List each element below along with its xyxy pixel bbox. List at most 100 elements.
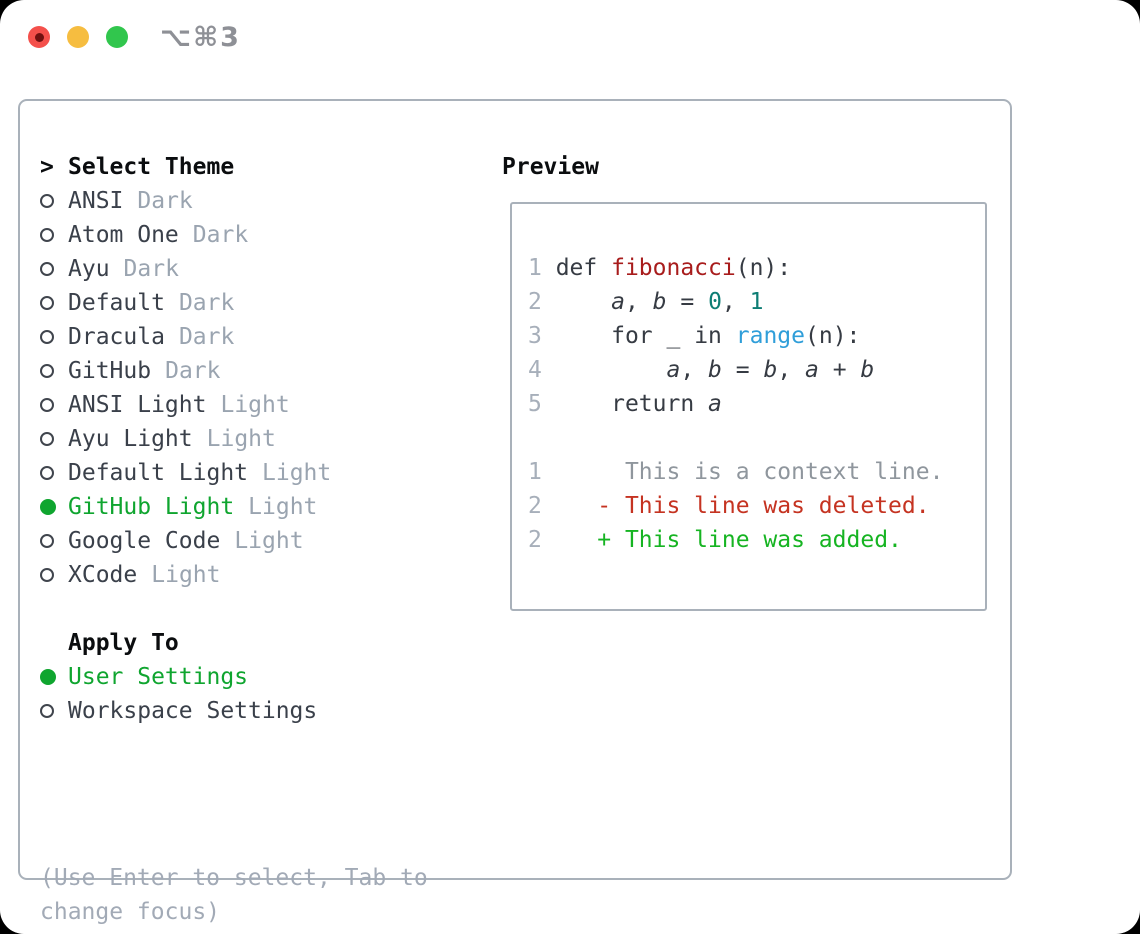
code-token-plain: , [624, 289, 653, 315]
theme-option[interactable]: XCode Light [40, 558, 331, 592]
radio-selected-icon [40, 669, 56, 685]
theme-list-header: > Select Theme [40, 150, 331, 184]
code-token-plain: , [721, 289, 750, 315]
code-token-plain: (n): [805, 323, 861, 349]
line-number: 1 [528, 459, 556, 485]
code-token-plain [722, 323, 736, 349]
radio-icon [40, 704, 54, 718]
line-number: 2 [528, 493, 556, 519]
theme-option[interactable]: GitHub Light Light [40, 490, 331, 524]
code-token-var: a [708, 391, 722, 417]
theme-option[interactable]: Default Dark [40, 286, 331, 320]
theme-option[interactable]: ANSI Light Light [40, 388, 331, 422]
theme-variant-tag: Dark [178, 290, 235, 316]
code-token-context: This is a context line. [555, 459, 944, 485]
theme-option-label: ANSI Light [68, 392, 207, 418]
radio-icon [40, 568, 54, 582]
theme-option-label: Atom One [68, 222, 179, 248]
code-token-del: - This line was deleted. [555, 493, 930, 519]
code-token-add: + This line was added. [555, 527, 902, 553]
theme-list-title: Select Theme [68, 154, 235, 180]
code-token-kw: return [611, 391, 695, 417]
code-token-plain: , [680, 357, 709, 383]
selection-prompt-icon: > [40, 154, 54, 180]
radio-icon [40, 466, 54, 480]
maximize-button[interactable] [106, 26, 128, 48]
code-token-plain [556, 391, 611, 417]
theme-variant-tag: Dark [123, 256, 179, 282]
radio-icon [40, 296, 54, 310]
theme-option-label: Dracula [68, 324, 165, 350]
theme-option[interactable]: Dracula Dark [40, 320, 331, 354]
close-button[interactable] [28, 26, 50, 48]
theme-option[interactable]: GitHub Dark [40, 354, 331, 388]
code-token-plain [556, 357, 667, 383]
code-token-plain: = [721, 357, 764, 383]
theme-variant-tag: Dark [178, 324, 235, 350]
theme-variant-tag: Light [262, 460, 332, 486]
code-token-plain [556, 323, 611, 349]
radio-icon [40, 398, 54, 412]
code-token-plain [556, 289, 611, 315]
minimize-button[interactable] [67, 26, 89, 48]
theme-option[interactable]: Default Light Light [40, 456, 331, 490]
code-token-kw: in [694, 323, 722, 349]
apply-option[interactable]: User Settings [40, 660, 317, 694]
close-button-dot-icon [34, 32, 44, 42]
code-token-plain: (n): [735, 255, 792, 281]
radio-icon [40, 228, 54, 242]
theme-variant-tag: Dark [165, 358, 221, 384]
apply-option-label: Workspace Settings [68, 698, 318, 724]
radio-icon [40, 364, 54, 378]
preview-box: 1 def fibonacci(n): 2 a, b = 0, 1 3 for … [510, 202, 987, 611]
theme-option-label: Google Code [68, 528, 221, 554]
line-number: 2 [528, 289, 556, 315]
line-number: 3 [528, 323, 556, 349]
theme-option[interactable]: Ayu Light Light [40, 422, 331, 456]
code-token-plain: _ [652, 323, 695, 349]
theme-option[interactable]: Ayu Dark [40, 252, 331, 286]
code-token-var: b [652, 289, 667, 315]
code-token-kw: def [555, 255, 612, 281]
code-token-plain: + [818, 357, 861, 383]
apply-to-header: Apply To [40, 626, 317, 660]
theme-variant-tag: Light [206, 426, 276, 452]
theme-variant-tag: Dark [137, 188, 193, 214]
theme-variant-tag: Light [248, 494, 318, 520]
radio-icon [40, 262, 54, 276]
code-token-var: b [708, 357, 722, 383]
theme-option-label: Default Light [68, 460, 249, 486]
theme-option-label: GitHub Light [68, 494, 235, 520]
keyboard-hint: (Use Enter to select, Tab to change focu… [40, 865, 428, 925]
code-token-var: a [666, 357, 681, 383]
apply-option-label: User Settings [68, 664, 249, 690]
theme-option[interactable]: Google Code Light [40, 524, 331, 558]
window-titlebar: ⌥⌘3 [0, 0, 1140, 74]
code-token-kw: for [611, 323, 653, 349]
radio-icon [40, 194, 54, 208]
code-token-var: a [611, 289, 625, 315]
code-preview: 1 def fibonacci(n): 2 a, b = 0, 1 3 for … [512, 204, 985, 557]
theme-option-label: XCode [68, 562, 138, 588]
code-token-plain: = [666, 289, 709, 315]
line-number: 2 [528, 527, 556, 553]
line-number: 5 [528, 391, 556, 417]
code-token-num: 1 [749, 289, 764, 315]
preview-title: Preview [502, 154, 599, 180]
theme-option-label: Ayu [68, 256, 110, 282]
theme-variant-tag: Light [151, 562, 221, 588]
theme-option-label: Ayu Light [68, 426, 193, 452]
code-token-plain: , [777, 357, 806, 383]
theme-option-label: Default [68, 290, 165, 316]
window-shortcut-label: ⌥⌘3 [160, 22, 241, 53]
theme-variant-tag: Light [234, 528, 304, 554]
code-token-var: a [805, 357, 819, 383]
apply-option[interactable]: Workspace Settings [40, 694, 317, 728]
line-number: 4 [528, 357, 556, 383]
theme-variant-tag: Light [220, 392, 290, 418]
theme-option-label: GitHub [68, 358, 152, 384]
